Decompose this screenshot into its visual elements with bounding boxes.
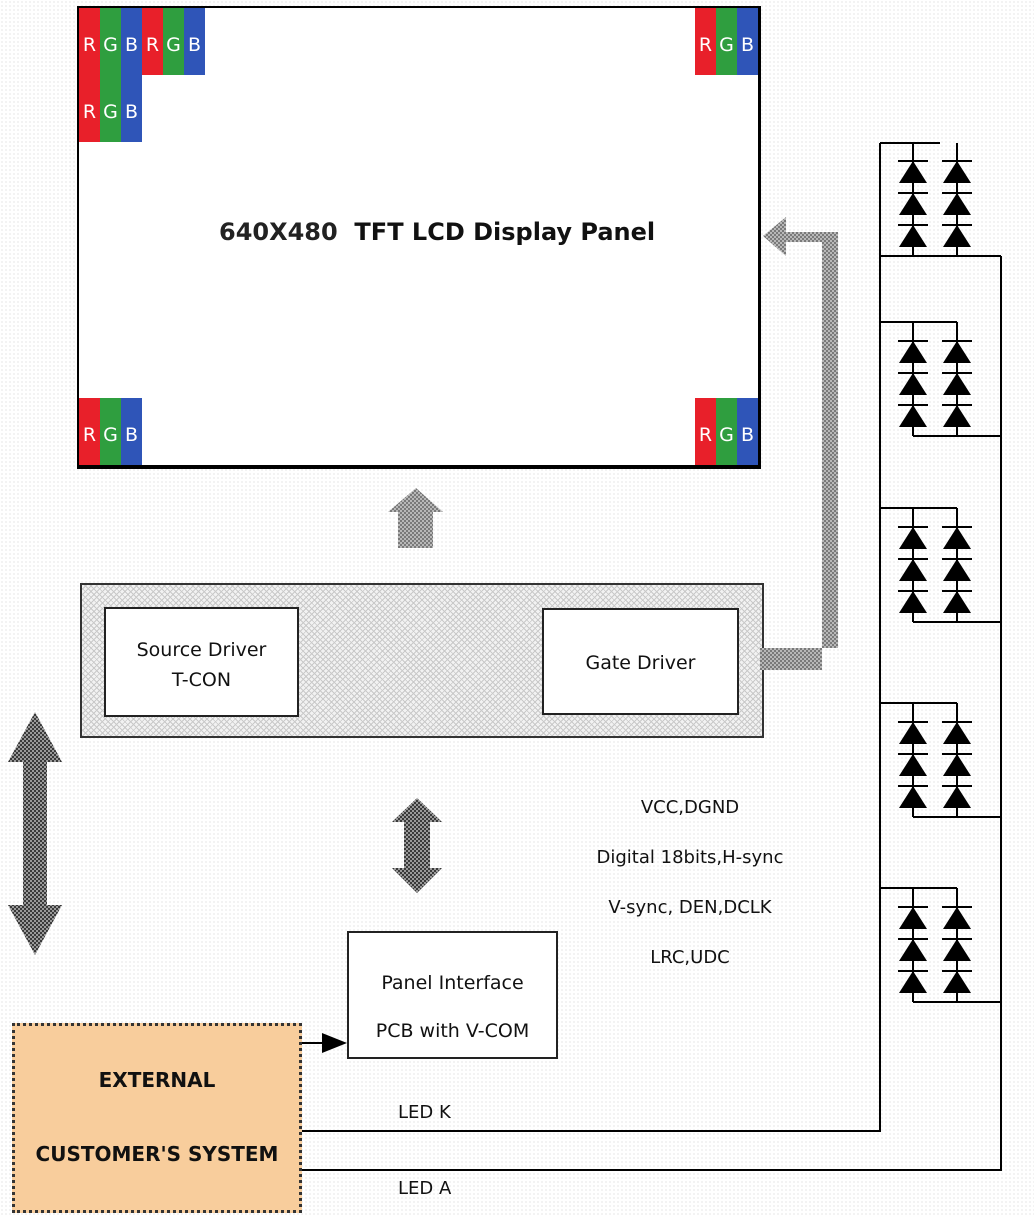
led-a-wire — [302, 256, 1002, 1171]
signal-label: V-sync, DEN,DCLK — [608, 897, 772, 918]
panel-interface-box: Panel Interface PCB with V-COM — [347, 931, 558, 1059]
led-group — [880, 321, 1001, 437]
external-label: EXTERNAL — [98, 1068, 216, 1092]
customer-system-label: CUSTOMER'S SYSTEM — [35, 1142, 279, 1166]
signal-label: Digital 18bits,H-sync — [596, 847, 784, 868]
panel-resolution: 640X480 — [219, 218, 338, 246]
rgb-pixel: R G B — [79, 75, 142, 142]
pixel-r: R — [142, 8, 163, 75]
pixel-r: R — [695, 398, 716, 465]
panel-title: 640X480 TFT LCD Display Panel — [219, 218, 679, 246]
system-bus-arrow — [8, 712, 62, 955]
external-to-interface-arrow — [322, 1033, 347, 1053]
rgb-pixel: R G B — [79, 8, 142, 75]
pixel-b: B — [737, 8, 758, 75]
driver-to-panel-arrow — [388, 488, 443, 548]
pixel-b: B — [121, 75, 142, 142]
pixel-r: R — [79, 8, 100, 75]
signal-label: VCC,DGND — [640, 797, 740, 818]
gate-driver-label: Gate Driver — [585, 652, 696, 674]
led-a-label: LED A — [398, 1178, 452, 1199]
led-group — [880, 142, 1001, 257]
signal-label: LRC,UDC — [650, 947, 730, 968]
rgb-pixel: R G B — [142, 8, 205, 75]
pixel-g: G — [100, 8, 121, 75]
rgb-pixel: R G B — [79, 398, 142, 465]
pixel-g: G — [716, 8, 737, 75]
pixel-b: B — [121, 398, 142, 465]
gate-driver-box: Gate Driver — [542, 608, 739, 715]
source-driver-box: Source Driver T-CON — [104, 607, 299, 717]
led-group — [880, 887, 1001, 1003]
source-driver-label: Source Driver — [136, 639, 267, 661]
gate-to-panel-arrow — [760, 217, 838, 670]
pixel-g: G — [100, 398, 121, 465]
panel-name: TFT LCD Display Panel — [354, 218, 656, 246]
pixel-g: G — [716, 398, 737, 465]
rgb-pixel: R G B — [695, 8, 758, 75]
external-customer-system: EXTERNAL CUSTOMER'S SYSTEM — [12, 1023, 302, 1213]
interface-driver-arrow — [392, 798, 442, 893]
led-k-label: LED K — [398, 1102, 451, 1123]
panel-interface-label: Panel Interface — [381, 972, 524, 994]
pixel-g: G — [163, 8, 184, 75]
pixel-r: R — [79, 75, 100, 142]
pixel-b: B — [184, 8, 205, 75]
led-group — [880, 702, 1001, 818]
led-k-wire — [302, 143, 881, 1132]
pixel-b: B — [121, 8, 142, 75]
pixel-r: R — [79, 398, 100, 465]
tcon-label: T-CON — [171, 669, 232, 691]
rgb-pixel: R G B — [695, 398, 758, 465]
pcb-vcom-label: PCB with V-COM — [375, 1020, 530, 1042]
lcd-display-panel: R G B R G B R G B R G B R G B R G B 640X… — [77, 6, 761, 469]
led-group — [880, 507, 1001, 623]
pixel-b: B — [737, 398, 758, 465]
pixel-r: R — [695, 8, 716, 75]
pixel-g: G — [100, 75, 121, 142]
